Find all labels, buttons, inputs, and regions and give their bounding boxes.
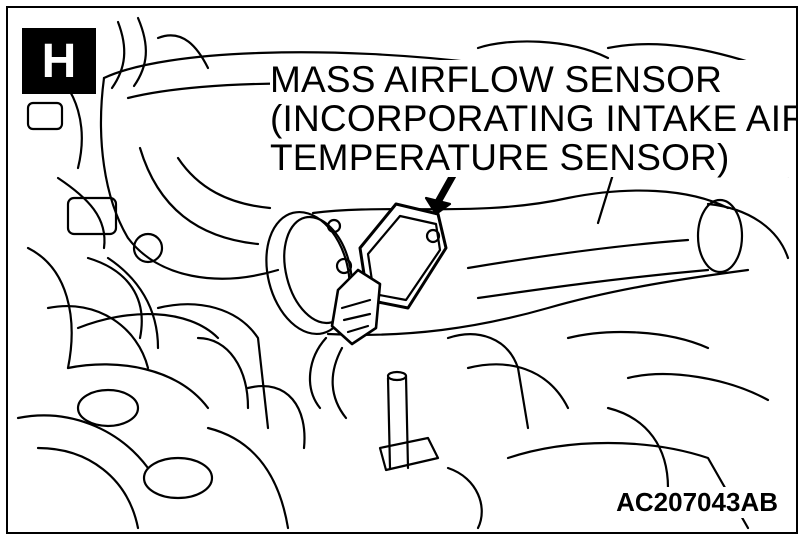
callout-line-2: (INCORPORATING INTAKE AIR xyxy=(270,98,798,139)
figure-code: AC207043AB xyxy=(612,487,782,518)
lower-engine-components xyxy=(16,246,306,530)
sensor-connector xyxy=(308,268,382,420)
callout-line-1: MASS AIRFLOW SENSOR xyxy=(270,59,722,100)
lower-right-components xyxy=(378,330,770,530)
callout-line-3: TEMPERATURE SENSOR) xyxy=(270,137,730,178)
figure-frame: H MASS AIRFLOW SENSOR (INCORPORATING INT… xyxy=(6,6,798,534)
wiring-harness xyxy=(26,16,210,350)
section-letter-badge: H xyxy=(22,28,96,94)
engine-bay-line-drawing xyxy=(16,16,790,530)
callout-label: MASS AIRFLOW SENSOR (INCORPORATING INTAK… xyxy=(270,59,798,178)
